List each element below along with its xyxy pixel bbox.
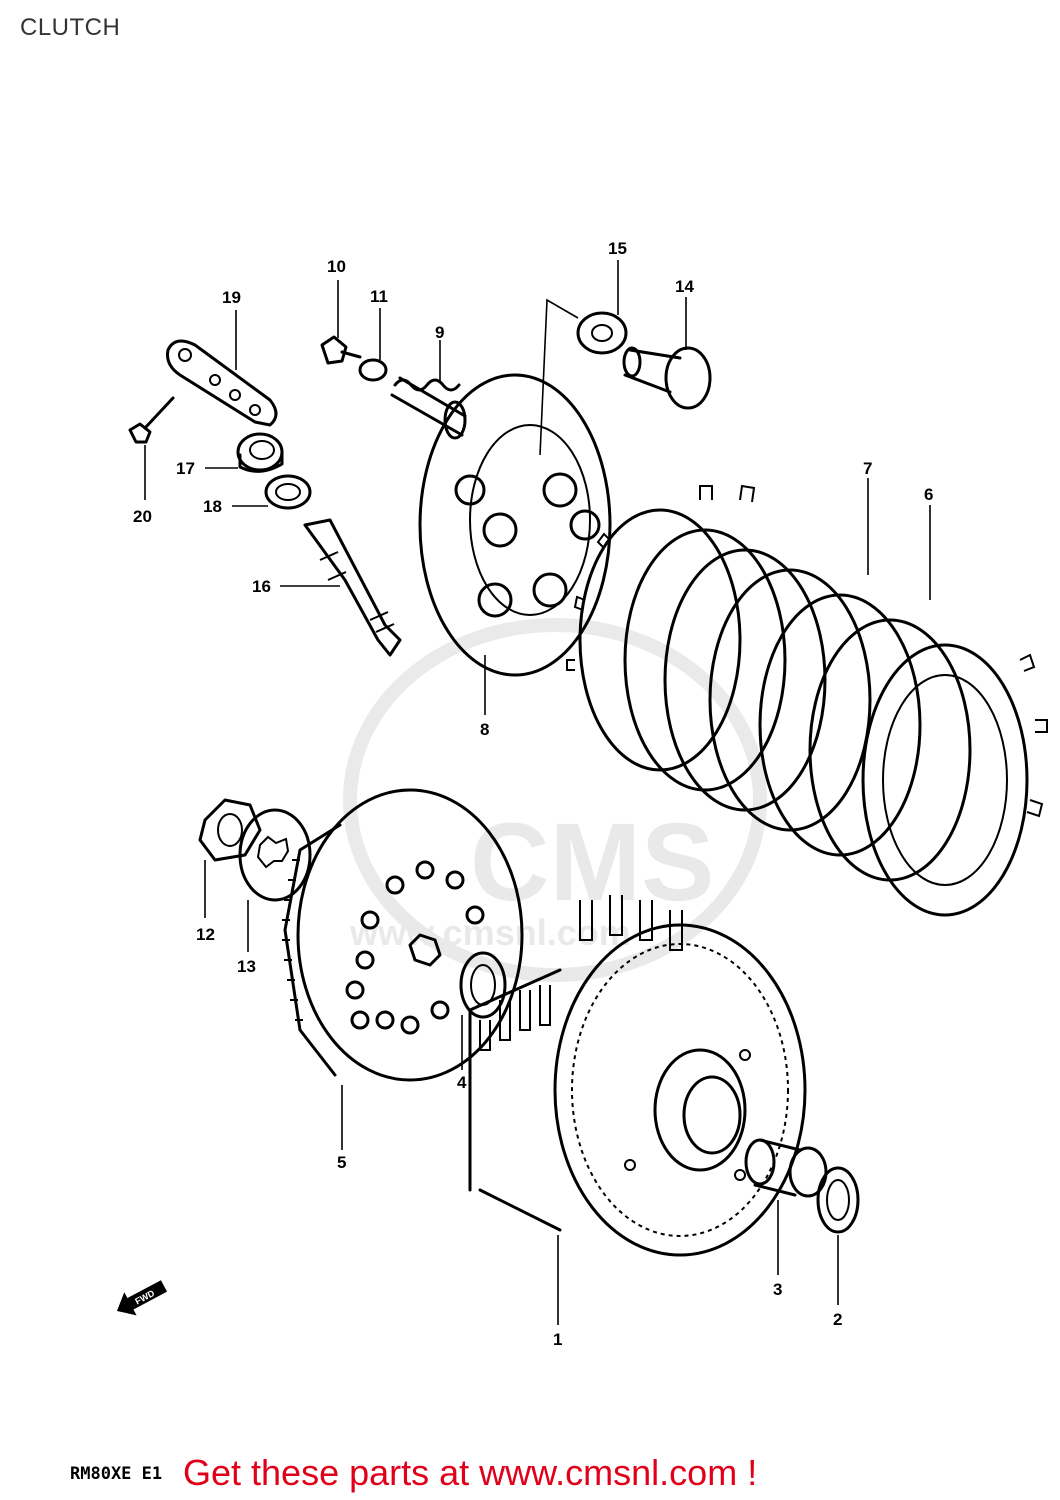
part-11-washer	[358, 358, 388, 382]
fwd-arrow-icon	[116, 1280, 168, 1316]
part-number-labels: 1 2 3 4 5 6 7 8 9 10 11 12 13 14 15 16 1…	[133, 239, 933, 1349]
watermark-url-text: www.cmsnl.com	[349, 912, 631, 953]
part-20-bolt	[128, 396, 175, 444]
part-2-washer	[816, 1166, 860, 1234]
model-code-label: RM80XE E1	[70, 1464, 163, 1484]
part-15-washer	[576, 311, 628, 355]
diagram-title: CLUTCH	[20, 14, 121, 41]
label-part-15: 15	[608, 239, 627, 258]
label-part-6: 6	[924, 485, 933, 504]
label-part-5: 5	[337, 1153, 346, 1172]
label-part-8: 8	[480, 720, 489, 739]
label-part-12: 12	[196, 925, 215, 944]
part-1-clutch-housing	[468, 895, 807, 1257]
part-13-lock-washer	[238, 808, 312, 902]
part-5-sleeve-hub	[282, 788, 524, 1082]
label-part-3: 3	[773, 1280, 782, 1299]
label-part-4: 4	[457, 1073, 467, 1092]
label-part-7: 7	[863, 459, 872, 478]
part-19-release-arm	[166, 339, 278, 427]
label-part-11: 11	[370, 287, 388, 306]
label-part-17: 17	[176, 459, 195, 478]
cmsnl-banner-link[interactable]: Get these parts at www.cmsnl.com !	[183, 1452, 758, 1493]
part-6-7-clutch-plates	[566, 484, 1048, 917]
label-part-2: 2	[833, 1310, 842, 1329]
part-14-push-piece	[622, 346, 712, 410]
label-part-14: 14	[675, 277, 694, 296]
cmsnl-watermark: CMS www.cmsnl.com	[343, 618, 767, 982]
label-part-20: 20	[133, 507, 152, 526]
part-16-release-shaft	[303, 518, 402, 657]
label-part-18: 18	[203, 497, 222, 516]
part-18-washer	[264, 474, 312, 510]
label-part-10: 10	[327, 257, 346, 276]
part-12-nut	[198, 798, 262, 862]
part-10-bolt	[320, 335, 362, 365]
label-part-13: 13	[237, 957, 256, 976]
part-17-oil-seal	[236, 432, 284, 473]
label-part-9: 9	[435, 323, 444, 342]
part-4-washer	[459, 951, 507, 1019]
part-8-pressure-plate	[418, 373, 612, 677]
fwd-arrow-marker: FWD	[116, 1280, 168, 1316]
leader-lines	[144, 260, 931, 1325]
label-part-19: 19	[222, 288, 241, 307]
part-3-spacer	[744, 1138, 828, 1198]
label-part-1: 1	[553, 1330, 562, 1349]
part-9-spring	[390, 376, 467, 440]
label-part-16: 16	[252, 577, 271, 596]
